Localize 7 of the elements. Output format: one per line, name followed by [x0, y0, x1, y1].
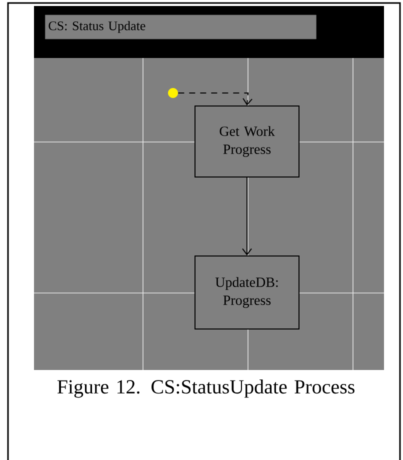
process-box: Get Work Progress: [194, 106, 300, 178]
arrow: [178, 92, 253, 106]
arrow: [242, 177, 252, 256]
start-dot: [168, 88, 178, 98]
figure-caption: Figure 12. CS:StatusUpdate Process: [57, 380, 354, 398]
process-box: UpdateDB: Progress: [194, 256, 300, 330]
title-bar: CS: Status Update: [45, 14, 316, 40]
